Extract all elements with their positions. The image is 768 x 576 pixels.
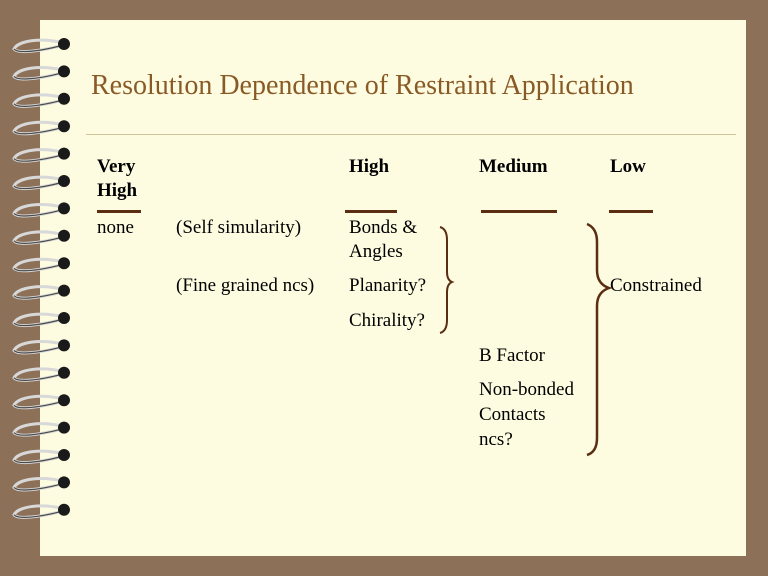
cell-chirality: Chirality?	[349, 310, 425, 331]
spiral-ring-shadow	[13, 209, 61, 217]
spiral-hole	[58, 421, 70, 434]
header-very-high-line1: Very	[97, 156, 136, 177]
underline-high	[345, 210, 397, 213]
cell-non-bonded-line2: Contacts	[479, 404, 546, 425]
spiral-hole	[58, 339, 70, 352]
spiral-hole	[58, 257, 70, 270]
header-low: Low	[610, 156, 646, 177]
spiral-ring-shadow	[13, 401, 61, 409]
spiral-hole	[58, 449, 70, 461]
cell-b-factor: B Factor	[479, 345, 545, 366]
spiral-hole	[58, 202, 70, 215]
spiral-ring-shadow	[13, 346, 61, 354]
cell-none: none	[97, 217, 134, 238]
spiral-ring-shadow	[13, 100, 61, 107]
spiral-hole	[58, 147, 70, 160]
spiral-hole	[58, 65, 70, 78]
cell-constrained: Constrained	[610, 275, 702, 296]
cell-ncs: ncs?	[479, 429, 513, 450]
underline-medium	[481, 210, 557, 213]
spiral-hole	[58, 503, 70, 516]
spiral-ring-shadow	[13, 511, 61, 518]
spiral-binding	[12, 38, 70, 519]
spiral-hole	[58, 229, 70, 242]
underline-very-high	[97, 210, 141, 213]
cell-bonds-line1: Bonds &	[349, 217, 418, 238]
spiral-hole	[58, 120, 70, 133]
spiral-hole	[58, 312, 70, 324]
brace-high-right	[439, 226, 455, 334]
cell-bonds-line2: Angles	[349, 241, 403, 262]
spiral-ring-shadow	[13, 456, 61, 464]
spiral-ring-shadow	[13, 374, 61, 381]
spiral-hole	[58, 92, 70, 105]
spiral-hole	[58, 476, 70, 489]
spiral-ring-shadow	[13, 182, 61, 190]
spiral-ring-shadow	[13, 45, 61, 53]
slide-page	[40, 20, 746, 556]
header-medium: Medium	[479, 156, 548, 177]
spiral-hole	[58, 175, 70, 187]
slide-title: Resolution Dependence of Restraint Appli…	[91, 70, 634, 101]
spiral-ring-shadow	[13, 237, 61, 244]
title-divider	[86, 134, 736, 135]
spiral-ring-shadow	[13, 72, 61, 80]
spiral-ring-shadow	[13, 483, 61, 491]
cell-fine-grained-ncs: (Fine grained ncs)	[176, 275, 315, 296]
brace-low-left	[586, 222, 613, 457]
header-high: High	[349, 156, 390, 177]
spiral-ring-shadow	[13, 429, 61, 436]
underline-low	[609, 210, 653, 213]
cell-non-bonded-line1: Non-bonded	[479, 379, 574, 400]
spiral-ring-shadow	[13, 264, 61, 272]
spiral-ring-shadow	[13, 155, 61, 162]
spiral-hole	[58, 366, 70, 379]
spiral-ring-shadow	[13, 127, 61, 135]
spiral-hole	[58, 38, 70, 50]
spiral-hole	[58, 394, 70, 407]
header-very-high-line2: High	[97, 180, 138, 201]
cell-self-simularity: (Self simularity)	[176, 217, 302, 238]
spiral-ring-shadow	[13, 292, 61, 299]
cell-planarity: Planarity?	[349, 275, 427, 296]
spiral-ring-shadow	[13, 319, 61, 327]
spiral-hole	[58, 284, 70, 297]
